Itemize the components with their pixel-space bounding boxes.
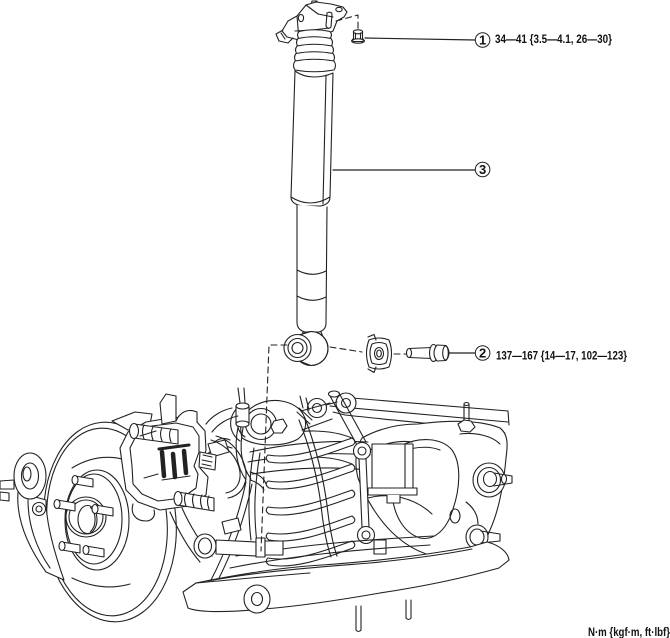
- svg-text:3: 3: [479, 162, 486, 177]
- svg-text:N·m {kgf·m, ft·lbf}: N·m {kgf·m, ft·lbf}: [588, 625, 670, 638]
- svg-text:1: 1: [479, 33, 486, 48]
- svg-text:2: 2: [479, 346, 486, 361]
- svg-text:137—167 {14—17, 102—123}: 137—167 {14—17, 102—123}: [496, 349, 627, 363]
- svg-text:34—41 {3.5—4.1, 26—30}: 34—41 {3.5—4.1, 26—30}: [495, 32, 612, 46]
